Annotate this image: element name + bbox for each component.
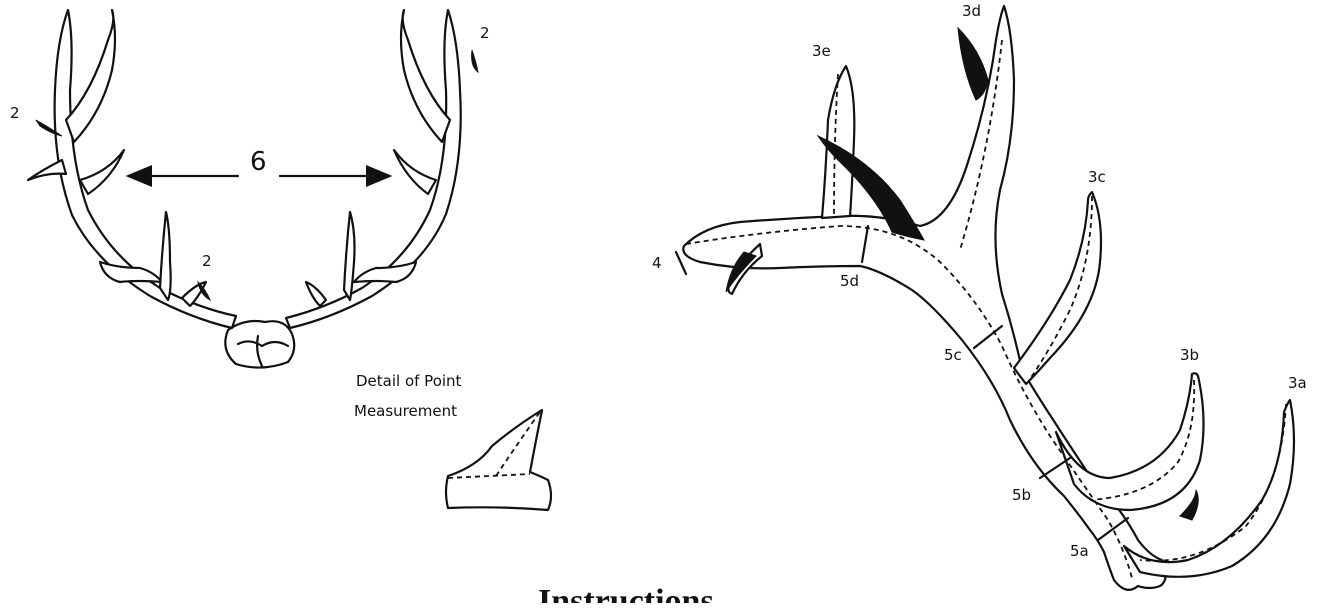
- dark-tine-3d: [958, 28, 988, 100]
- label-3a: 3a: [1288, 374, 1307, 392]
- label-3e: 3e: [812, 42, 831, 60]
- detail-point-measurement: Detail of Point Measurement: [354, 372, 551, 510]
- label-5d: 5d: [840, 272, 859, 290]
- detail-point-shape: [446, 410, 551, 510]
- label-top-right: 2: [480, 24, 490, 42]
- label-center-point: 2: [202, 252, 212, 270]
- front-view-antlers: 2 2 2 6: [10, 10, 490, 368]
- label-3b: 3b: [1180, 346, 1199, 364]
- section-heading: Instructions: [538, 583, 714, 603]
- label-3d: 3d: [962, 2, 981, 20]
- label-brow-left: 2: [10, 104, 20, 122]
- detail-caption-line2: Measurement: [354, 402, 457, 420]
- side-view-antler: 4 3a 3b 3c 3d 3e 5a 5b 5c 5d: [652, 2, 1307, 590]
- detail-caption-line1: Detail of Point: [356, 372, 462, 390]
- label-beam-length: 4: [652, 254, 662, 272]
- label-5a: 5a: [1070, 542, 1089, 560]
- label-5c: 5c: [944, 346, 962, 364]
- label-3c: 3c: [1088, 168, 1106, 186]
- label-5b: 5b: [1012, 486, 1031, 504]
- label-inside-spread: 6: [250, 147, 267, 177]
